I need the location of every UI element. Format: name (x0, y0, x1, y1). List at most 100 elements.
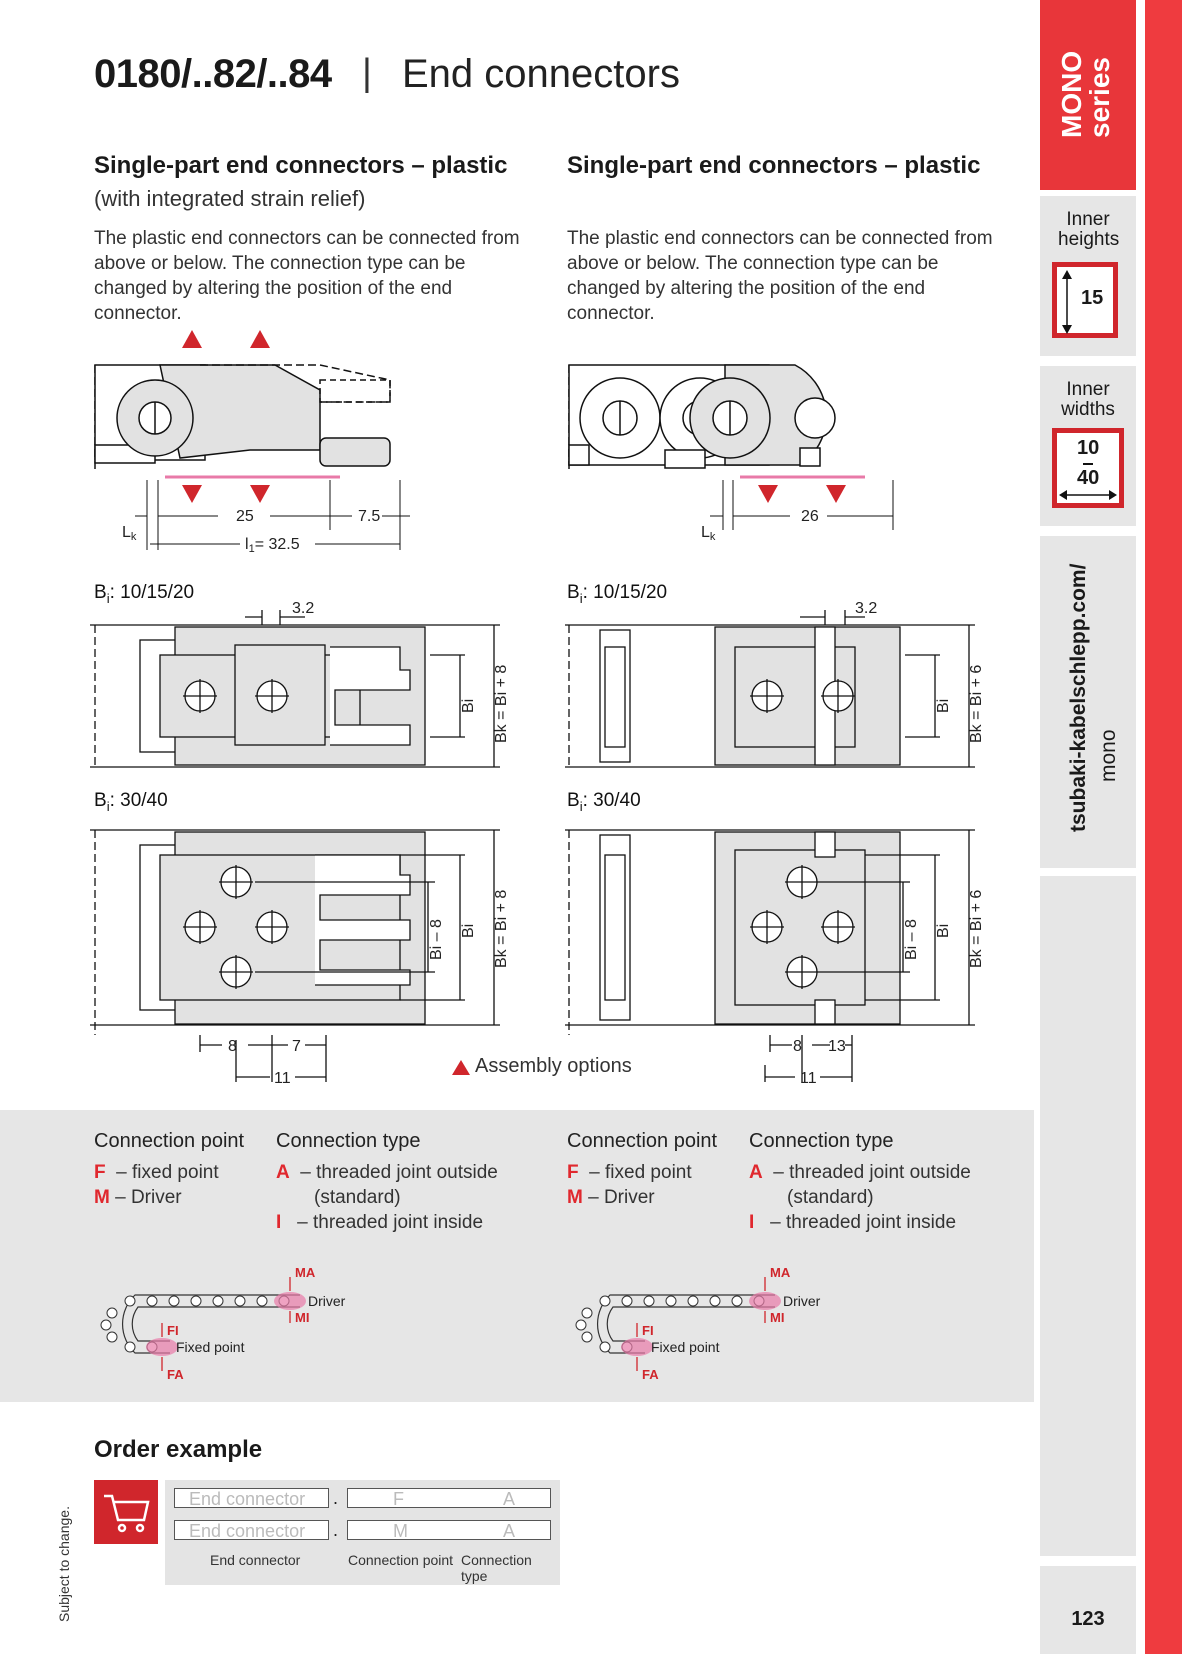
right-heading: Single-part end connectors – plastic (567, 152, 981, 179)
left-heading: Single-part end connectors – plastic (94, 152, 508, 179)
height-value: 15 (1081, 287, 1104, 309)
cart-icon (94, 1480, 158, 1544)
subject-to-change-note: Subject to change. (56, 1506, 72, 1622)
left-subheading: (with integrated strain relief) (94, 186, 366, 211)
right-chain-diagram: MA MI FI FA Driver Fixed point (575, 1265, 821, 1382)
bi-dim-label: Bi (935, 924, 952, 938)
dim-8: 8 (793, 1038, 802, 1055)
order-connector-field: End connector (174, 1488, 329, 1509)
left-chain-diagram: MA MI FI FA Driver Fixed point (100, 1265, 346, 1382)
bi-small-label: Bi: 10/15/20 (94, 582, 195, 606)
connection-type-list: A – threaded joint outside (standard) I … (749, 1162, 971, 1233)
bk-dim-label: Bk = Bi + 8 (493, 890, 510, 968)
fi-label: FI (642, 1323, 654, 1338)
order-example-box: End connector . F A End connector . M A … (165, 1480, 560, 1585)
ma-label: MA (770, 1265, 791, 1280)
order-dot: . (333, 1488, 339, 1508)
page-number: 123 (1071, 1608, 1105, 1630)
connection-point-list: F – fixed point M – Driver (567, 1162, 692, 1208)
sidebar-blank-tab (1040, 876, 1136, 1556)
left-side-view-drawing: 25 7.5 Lk l1= 32.5 (94, 330, 410, 555)
order-connector-field: End connector (174, 1520, 329, 1541)
caption-end-connector: End connector (210, 1552, 301, 1568)
connection-point-heading: Connection point (567, 1130, 718, 1152)
dim-lk: Lk (122, 524, 137, 543)
width-min: 10 (1077, 437, 1100, 459)
bi-large-label: Bi: 30/40 (567, 790, 641, 814)
driver-label: Driver (308, 1293, 346, 1309)
fi-label: FI (167, 1323, 179, 1338)
fixed-point-label: Fixed point (651, 1339, 720, 1355)
dim-11: 11 (274, 1070, 291, 1087)
connection-type-heading: Connection type (276, 1130, 421, 1152)
right-description: The plastic end connectors can be connec… (567, 228, 993, 324)
connection-point-heading: Connection point (94, 1130, 245, 1152)
right-side-view-drawing: 26 Lk (568, 364, 894, 543)
sidebar-tab-notch (1145, 640, 1182, 680)
left-top-view-small: 3.2 Bi Bk = Bi + 8 (90, 600, 510, 768)
height-arrow-icon (1062, 270, 1072, 334)
dim-26: 26 (801, 508, 819, 525)
bk-dim-label: Bk = Bi + 6 (968, 890, 985, 968)
inner-heights-tab[interactable]: Inner heights 15 (1040, 196, 1136, 356)
bi-dim-label: Bi (460, 924, 477, 938)
connection-type-list: A – threaded joint outside (standard) I … (276, 1162, 498, 1233)
bi-minus-label: Bi – 8 (903, 919, 920, 960)
width-badge: 10 40 (1052, 428, 1124, 508)
left-description: The plastic end connectors can be connec… (94, 228, 520, 324)
width-max: 40 (1077, 467, 1100, 489)
bi-dim-label: Bi (460, 699, 477, 713)
title-separator: | (362, 52, 372, 94)
product-code: 0180/..82/..84 (94, 52, 332, 96)
dim-l1: l1= 32.5 (245, 536, 300, 555)
series-label: MONO series (1056, 50, 1115, 138)
order-point-field: F A (347, 1488, 551, 1509)
inner-widths-label: Inner widths (1061, 379, 1115, 420)
inner-heights-label: Inner heights (1058, 209, 1120, 250)
inner-widths-tab[interactable]: Inner widths 10 40 (1040, 366, 1136, 526)
page-title: End connectors (402, 52, 680, 96)
assembly-arrow-icon (182, 330, 202, 348)
range-dash (1083, 463, 1093, 465)
dim-3-2: 3.2 (292, 600, 314, 617)
assembly-arrow-icon (758, 485, 778, 503)
bk-dim-label: Bk = Bi + 8 (493, 665, 510, 743)
right-top-view-small: 3.2 Bi Bk = Bi + 6 (565, 600, 985, 768)
order-example-heading: Order example (94, 1436, 263, 1463)
connection-point-list: F – fixed point M – Driver (94, 1162, 219, 1208)
ma-label: MA (295, 1265, 316, 1280)
dim-13: 13 (828, 1038, 846, 1055)
fa-label: FA (167, 1367, 184, 1382)
dim-3-2: 3.2 (855, 600, 877, 617)
width-arrow-icon (1059, 490, 1117, 500)
mi-label: MI (295, 1310, 309, 1325)
left-top-view-large: 8 7 11 Bi – 8 Bi Bk = Bi + 8 (90, 829, 510, 1087)
triangle-icon (452, 1060, 470, 1075)
height-badge: 15 (1052, 262, 1118, 338)
bi-minus-label: Bi – 8 (428, 919, 445, 960)
dim-11: 11 (800, 1070, 817, 1087)
order-dot: . (333, 1520, 339, 1540)
driver-label: Driver (783, 1293, 821, 1309)
page-number-tab: 123 (1040, 1566, 1136, 1654)
assembly-arrow-icon (182, 485, 202, 503)
connection-type-heading: Connection type (749, 1130, 894, 1152)
fixed-point-label: Fixed point (176, 1339, 245, 1355)
website-tab: tsubaki-kabelschlepp.com/ mono (1040, 536, 1136, 868)
assembly-arrow-icon (826, 485, 846, 503)
dim-25: 25 (236, 508, 254, 525)
assembly-arrow-icon (250, 330, 270, 348)
caption-connection-type: Connection type (461, 1552, 532, 1584)
fa-label: FA (642, 1367, 659, 1382)
dim-8: 8 (228, 1038, 237, 1055)
sidebar-stripe (1145, 0, 1182, 1654)
dim-lk: Lk (701, 524, 716, 543)
assembly-options-legend: Assembly options (475, 1055, 632, 1077)
series-tab: MONO series (1040, 0, 1136, 190)
assembly-arrow-icon (250, 485, 270, 503)
caption-connection-point: Connection point (348, 1552, 454, 1568)
order-point-field: M A (347, 1520, 551, 1541)
website-text: tsubaki-kabelschlepp.com/ mono (1067, 563, 1120, 832)
right-top-view-large: 8 13 11 Bi – 8 Bi Bk = Bi + 6 (565, 829, 985, 1087)
bi-large-label: Bi: 30/40 (94, 790, 168, 814)
